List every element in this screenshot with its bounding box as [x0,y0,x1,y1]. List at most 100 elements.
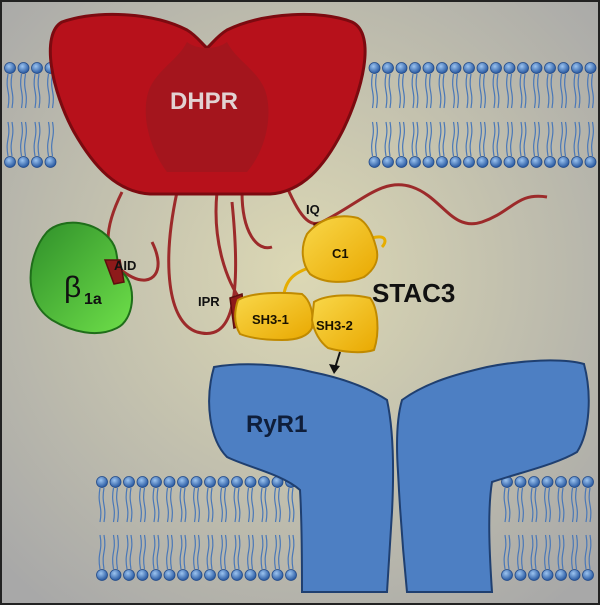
lipid-tail [517,534,524,570]
lipid-head [109,569,122,581]
lipid-head [4,156,16,168]
lipid-head [571,62,583,74]
lipid-head [395,62,408,74]
lipid-tail [247,487,254,523]
lipid-tail [384,73,392,109]
lipid-head [436,156,448,168]
lipid-tail [557,487,565,523]
lipid-head [584,62,597,74]
lipid-tail [371,121,378,157]
lipid-head [163,569,176,581]
lipid-head [568,476,581,488]
lipid-tail [530,487,538,523]
ryr1-right-half [396,359,590,593]
lipid-head [123,569,135,581]
lipid-head [136,476,149,488]
lipid-head [544,62,556,74]
lipid-head [244,569,257,581]
lipid-head [528,569,540,581]
ryr1-left-half [208,363,395,593]
lipid-head [96,569,108,581]
lipid-head [449,156,462,168]
dhpr-label: DHPR [170,88,238,115]
lipid-head [422,62,435,74]
lipid-head [517,156,529,168]
lipid-tail [193,487,200,523]
lipid-head [463,156,475,168]
lipid-tail [465,121,473,157]
lipid-tail [544,534,551,570]
lipid-tail [166,487,173,523]
ryr1-label: RyR1 [246,411,307,438]
lipid-tail [587,73,594,109]
lipid-head [136,569,149,581]
lipid-head [436,62,448,74]
lipid-tail [573,121,581,157]
lipid-head [204,476,216,488]
lipid-head [163,476,176,488]
lipid-head [476,156,489,168]
lipid-tail [233,534,241,570]
lipid-tail [33,121,41,157]
lipid-tail [465,73,473,109]
sh3-2-domain [310,294,379,354]
lipid-tail [398,121,405,157]
lipid-head [557,156,570,168]
lipid-head [582,476,594,488]
lipid-tail [571,534,578,570]
ipr-label: IPR [198,294,220,309]
lipid-tail [287,534,295,570]
lipid-head [368,62,381,74]
lipid-tail [573,73,581,109]
lipid-tail [503,487,511,523]
lipid-head [568,569,581,581]
lipid-tail [584,487,592,523]
sh3-1-label: SH3-1 [252,312,289,327]
lipid-tail [398,73,405,109]
lipid-head [368,156,381,168]
lipid-head [530,156,543,168]
beta-subscript: 1a [84,291,102,308]
lipid-head [395,156,408,168]
lipid-tail [587,121,594,157]
lipid-tail [519,73,527,109]
lipid-head [555,569,567,581]
lipid-tail [584,534,592,570]
lipid-tail [533,121,540,157]
lipid-head [382,62,394,74]
lipid-tail [533,73,540,109]
lipid-head [190,476,203,488]
lipid-tail [438,73,446,109]
lipid-head [4,62,16,74]
lipid-head [231,569,243,581]
lipid-tail [571,487,578,523]
lipid-tail [492,73,500,109]
lipid-head [541,476,554,488]
lipid-tail [492,121,500,157]
lipid-tail [20,73,27,109]
lipid-head [271,569,284,581]
lipid-head [571,156,583,168]
lipid-tail [530,534,538,570]
interaction-arrow [329,351,341,374]
lipid-head [514,476,527,488]
lipid-head [231,476,243,488]
lipid-tail [220,487,227,523]
lipid-head [150,476,162,488]
lipid-head [123,476,135,488]
lipid-tail [125,487,133,523]
lipid-tail [411,73,419,109]
lipid-tail [152,487,160,523]
c1-domain [301,215,379,283]
lipid-tail [425,121,432,157]
c1-label: C1 [332,246,349,261]
lipid-tail [479,73,486,109]
lipid-head [190,569,203,581]
lipid-tail [139,534,146,570]
lipid-tail [260,534,268,570]
lipid-tail [179,487,187,523]
lipid-head [422,156,435,168]
lipid-tail [371,73,378,109]
lipid-head [217,476,230,488]
